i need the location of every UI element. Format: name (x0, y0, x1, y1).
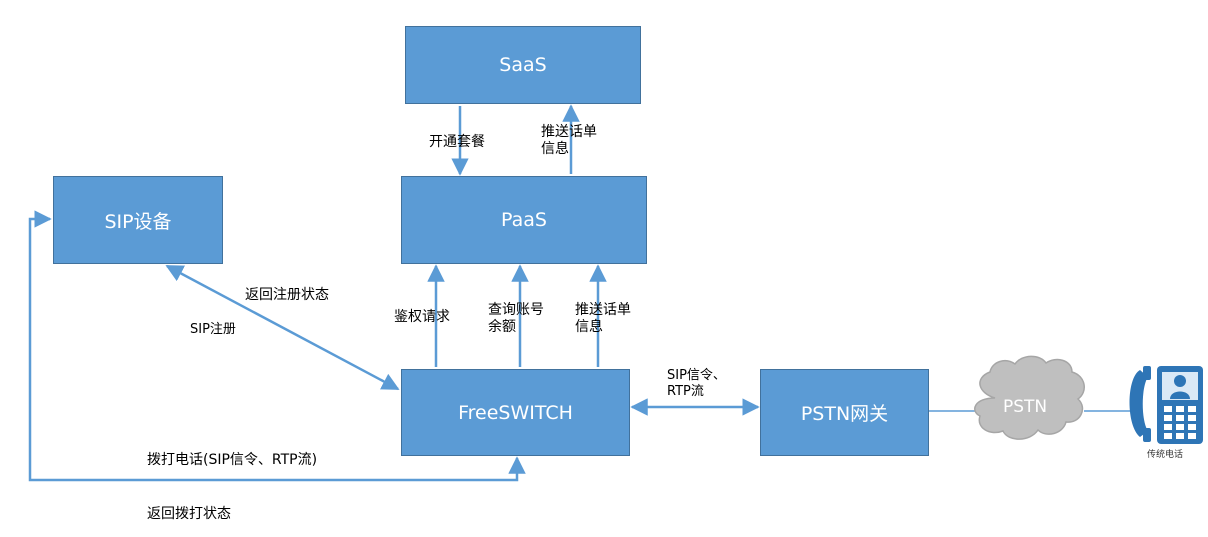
label-push-bill-top: 推送话单 信息 (541, 124, 597, 157)
label-sip-register: SIP注册 (190, 322, 236, 337)
saas-box: SaaS (405, 26, 641, 104)
label-auth-request: 鉴权请求 (394, 309, 450, 325)
freeswitch-box: FreeSWITCH (401, 369, 630, 456)
pstn-cloud-label: PSTN (1003, 397, 1048, 417)
label-open-package: 开通套餐 (429, 134, 485, 150)
sip-device-box: SIP设备 (53, 176, 223, 264)
label-return-register-status: 返回注册状态 (245, 287, 329, 303)
label-push-bill-bottom: 推送话单 信息 (575, 302, 631, 335)
pstn-gateway-label: PSTN网关 (800, 403, 889, 425)
saas-label: SaaS (499, 54, 547, 76)
paas-box: PaaS (401, 176, 647, 264)
freeswitch-label: FreeSWITCH (458, 401, 573, 424)
label-return-dial-status: 返回拨打状态 (147, 506, 231, 522)
traditional-phone-icon (1129, 366, 1203, 444)
phone-caption: 传统电话 (1147, 450, 1184, 460)
arrow-dial-call (28, 210, 526, 482)
paas-label: PaaS (501, 209, 547, 231)
label-query-balance: 查询账号 余额 (488, 302, 544, 335)
label-dial-call: 拨打电话(SIP信令、RTP流) (147, 452, 318, 468)
label-sip-signal-rtp: SIP信令、 RTP流 (667, 368, 726, 399)
sip-device-label: SIP设备 (104, 210, 172, 233)
pstn-cloud (974, 355, 1085, 440)
pstn-gateway-box: PSTN网关 (760, 369, 929, 456)
